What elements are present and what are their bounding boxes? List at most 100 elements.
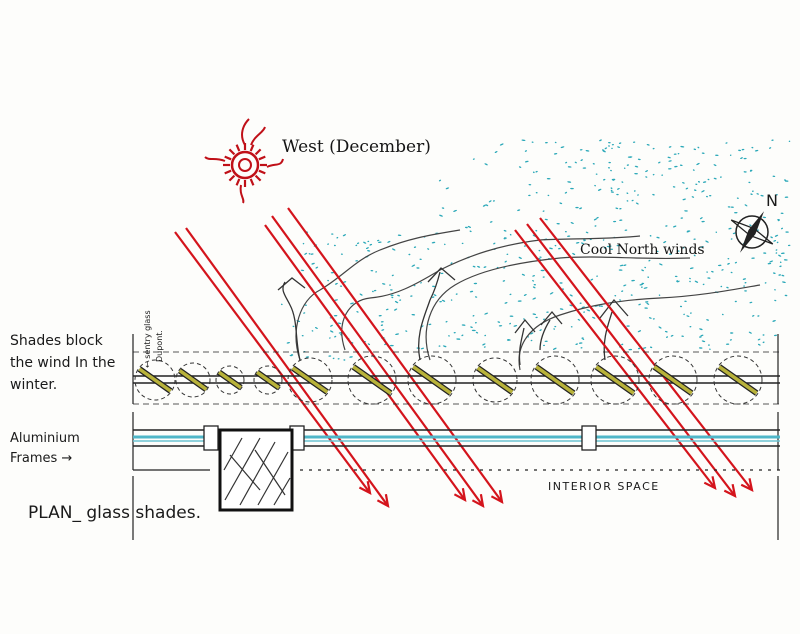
wind-dot: [544, 141, 548, 144]
wind-dot: [652, 147, 655, 150]
wind-dot: [535, 316, 538, 319]
wind-dot: [397, 294, 401, 297]
wind-dot: [751, 146, 754, 149]
wind-dot: [411, 264, 416, 267]
wind-dot: [740, 157, 743, 159]
wind-dot: [770, 236, 773, 239]
sun-spokes: [223, 143, 267, 187]
wind-dot: [450, 299, 453, 301]
wind-dot: [749, 224, 752, 227]
wind-dot: [730, 206, 734, 208]
frames-label-line2: Frames →: [10, 451, 72, 466]
wind-dot: [614, 294, 617, 297]
wind-dot: [762, 334, 765, 336]
wind-dot: [617, 188, 620, 190]
wind-dot: [727, 206, 731, 208]
frames-label-line1: Aluminium: [10, 431, 80, 446]
wind-dot: [543, 318, 545, 321]
wind-dot: [521, 139, 526, 142]
wind-dot: [726, 286, 729, 289]
wind-dot: [581, 337, 584, 339]
wind-dot: [730, 332, 734, 334]
wind-dot: [685, 187, 689, 190]
column-outline: [218, 428, 294, 512]
wind-dot: [367, 250, 371, 252]
wind-dot: [547, 194, 550, 197]
wind-dot: [444, 243, 446, 246]
wind-dot: [302, 242, 305, 245]
wind-dot: [635, 202, 639, 205]
wind-dot: [628, 348, 633, 351]
wind-dot: [413, 246, 417, 248]
wind-dot: [673, 153, 677, 155]
sun-ray: [264, 224, 466, 501]
wind-dot: [767, 262, 772, 265]
wind-dot: [372, 290, 374, 293]
wind-dot: [679, 164, 683, 167]
wind-dot: [544, 218, 548, 221]
wind-dot: [334, 282, 338, 285]
wind-dot: [455, 293, 458, 295]
wind-dot: [517, 209, 521, 212]
wind-dot: [592, 316, 596, 319]
wind-dot: [382, 283, 386, 285]
wind-dot: [518, 166, 522, 168]
wind-dot: [337, 322, 342, 325]
wind-dot: [590, 278, 594, 281]
wind-dot: [540, 269, 545, 272]
wind-dot: [658, 161, 661, 164]
wind-dot: [652, 193, 655, 196]
wind-dot: [503, 267, 506, 269]
wind-dot: [405, 330, 408, 332]
wind-dot: [523, 294, 527, 296]
wind-arrowhead-1: [277, 277, 306, 291]
wind-outline-4: [518, 284, 761, 371]
wind-dot: [725, 343, 730, 345]
wind-dot: [497, 321, 501, 323]
wind-dot: [420, 347, 425, 350]
wind-dot: [618, 269, 623, 271]
wind-arrowhead-3: [514, 318, 536, 334]
wind-dot: [532, 279, 535, 282]
wind-dot: [634, 165, 639, 168]
wind-dot: [570, 187, 574, 190]
wind-dot: [751, 315, 755, 317]
wind-dot: [713, 177, 717, 180]
sun-ray: [526, 223, 736, 497]
wind-dot: [448, 335, 450, 337]
wind-dot: [686, 315, 690, 317]
wind-dot: [626, 164, 630, 166]
wind-dot: [560, 146, 565, 149]
sun-spoke: [258, 169, 266, 175]
blade-rotation-circle: [590, 355, 640, 405]
wind-dot: [665, 336, 669, 338]
wind-dot: [469, 290, 474, 293]
compass-cross: [730, 219, 774, 245]
glass-blade: [595, 365, 635, 395]
wind-dot: [756, 193, 759, 195]
wind-dot: [616, 193, 619, 196]
wind-dot: [535, 170, 538, 173]
wind-dot: [453, 209, 457, 212]
sun-core: [238, 158, 252, 172]
wind-dot: [689, 280, 691, 283]
wind-dot: [773, 240, 777, 242]
wind-dot: [410, 295, 413, 297]
wind-dot: [342, 281, 347, 283]
sun-ray: [185, 227, 389, 507]
wind-dot: [637, 158, 641, 161]
wind-dot: [564, 191, 568, 194]
wind-dot: [472, 265, 476, 268]
wind-dot: [356, 242, 360, 245]
wind-arrows: [277, 267, 629, 366]
wind-dot: [658, 294, 661, 296]
wind-dot: [788, 140, 791, 143]
wind-dot: [597, 188, 602, 191]
wind-dot: [596, 216, 599, 219]
wind-dot: [579, 207, 583, 210]
wind-dot: [626, 325, 630, 327]
wind-dot: [631, 199, 634, 202]
wind-dot: [749, 169, 753, 172]
sun-ray: [287, 207, 503, 503]
